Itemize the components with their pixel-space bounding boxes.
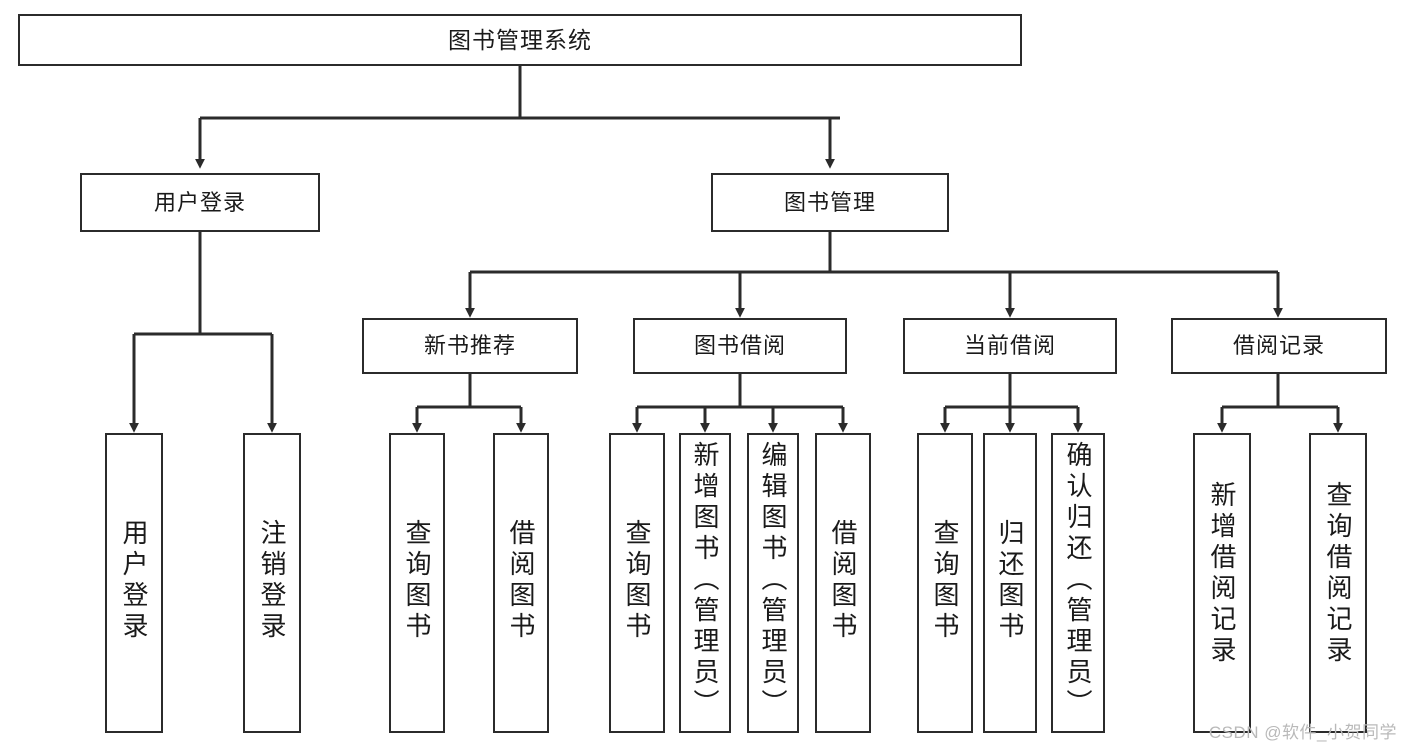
leaf-borrow-book-recommend[interactable]: 借阅图书 (493, 433, 549, 733)
node-borrow-record-label: 借阅记录 (1232, 333, 1325, 359)
leaf-add-book-admin-label: 新增图书（管理员） (690, 441, 720, 720)
leaf-borrow-book-recommend-label: 借阅图书 (506, 519, 536, 643)
leaf-add-borrow-record-label: 新增借阅记录 (1207, 481, 1237, 667)
leaf-query-book-recommend[interactable]: 查询图书 (389, 433, 445, 733)
node-user-login[interactable]: 用户登录 (80, 173, 320, 232)
node-current-borrow-label: 当前借阅 (963, 333, 1056, 359)
node-user-login-label: 用户登录 (153, 189, 246, 215)
leaf-edit-book-admin-label: 编辑图书（管理员） (758, 441, 788, 720)
leaf-return-book[interactable]: 归还图书 (983, 433, 1037, 733)
leaf-query-book-recommend-label: 查询图书 (402, 519, 432, 643)
leaf-borrow-book-borrow-label: 借阅图书 (828, 519, 858, 643)
node-book-manage[interactable]: 图书管理 (711, 173, 949, 232)
leaf-query-book-current-label: 查询图书 (930, 519, 960, 643)
leaf-query-borrow-record[interactable]: 查询借阅记录 (1309, 433, 1367, 733)
node-book-manage-label: 图书管理 (783, 189, 876, 215)
leaf-return-book-label: 归还图书 (995, 519, 1025, 643)
node-current-borrow[interactable]: 当前借阅 (903, 318, 1117, 374)
leaf-logout-label: 注销登录 (257, 519, 287, 643)
leaf-borrow-book-borrow[interactable]: 借阅图书 (815, 433, 871, 733)
node-book-borrow-label: 图书借阅 (693, 333, 786, 359)
leaf-confirm-return-admin[interactable]: 确认归还（管理员） (1051, 433, 1105, 733)
leaf-confirm-return-admin-label: 确认归还（管理员） (1063, 441, 1093, 720)
leaf-query-book-current[interactable]: 查询图书 (917, 433, 973, 733)
leaf-query-borrow-record-label: 查询借阅记录 (1323, 481, 1353, 667)
leaf-logout[interactable]: 注销登录 (243, 433, 301, 733)
node-book-borrow[interactable]: 图书借阅 (633, 318, 847, 374)
leaf-add-book-admin[interactable]: 新增图书（管理员） (679, 433, 731, 733)
node-root-label: 图书管理系统 (448, 26, 592, 53)
leaf-user-login-label: 用户登录 (119, 519, 149, 643)
leaf-query-book-borrow[interactable]: 查询图书 (609, 433, 665, 733)
leaf-user-login[interactable]: 用户登录 (105, 433, 163, 733)
leaf-query-book-borrow-label: 查询图书 (622, 519, 652, 643)
node-borrow-record[interactable]: 借阅记录 (1171, 318, 1387, 374)
leaf-edit-book-admin[interactable]: 编辑图书（管理员） (747, 433, 799, 733)
node-new-book-recommend[interactable]: 新书推荐 (362, 318, 578, 374)
node-new-book-recommend-label: 新书推荐 (423, 333, 516, 359)
node-root[interactable]: 图书管理系统 (18, 14, 1022, 66)
leaf-add-borrow-record[interactable]: 新增借阅记录 (1193, 433, 1251, 733)
